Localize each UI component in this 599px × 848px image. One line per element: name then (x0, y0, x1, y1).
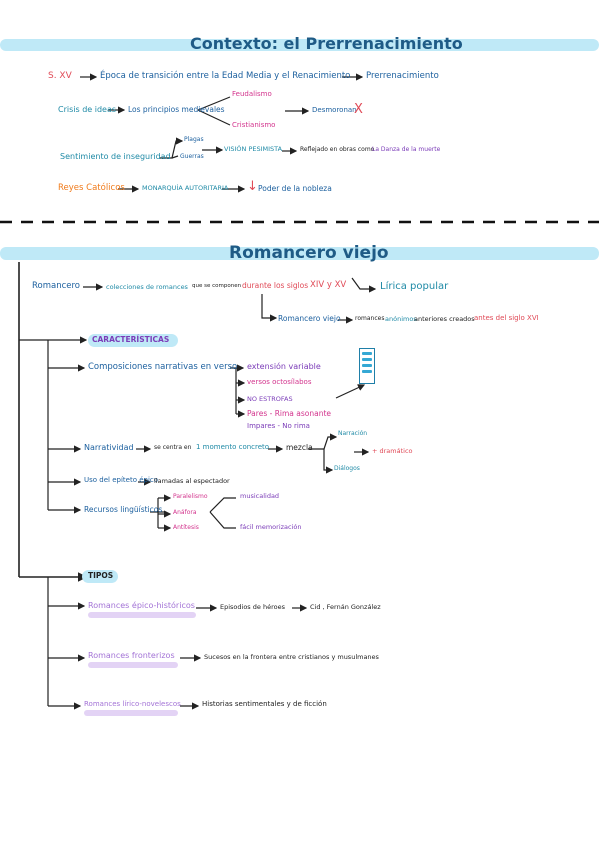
text-cid-fernan-gonzalez: Cid , Fernán González (310, 603, 381, 611)
title-highlight (0, 247, 599, 260)
text-dialogos: Diálogos (334, 465, 360, 472)
label-narratividad: Narratividad (84, 443, 134, 452)
tipo-highlight (84, 710, 178, 716)
text-romances: romances (355, 315, 385, 322)
tipo-epico-historicos: Romances épico-históricos (88, 601, 195, 610)
label-recursos-linguisticos: Recursos lingüísticos (84, 505, 163, 514)
text-epoca-transicion: Época de transición entre la Edad Media … (100, 71, 351, 81)
text-prerrenacimiento: Prerrenacimiento (366, 71, 439, 81)
text-antes-siglo-xvi: antes del siglo XVI (474, 314, 539, 322)
text-historias-sentimentales: Historias sentimentales y de ficción (202, 700, 327, 708)
text-musicalidad: musicalidad (240, 492, 280, 500)
text-mas-dramatico: + dramático (372, 447, 413, 455)
text-sucesos-frontera: Sucesos en la frontera entre cristianos … (204, 653, 379, 661)
text-cristianismo: Cristianismo (232, 121, 276, 129)
text-episodios-heroes: Episodios de héroes (220, 603, 285, 611)
tipo-highlight (88, 662, 178, 668)
text-pares-rima: Pares - Rima asonante (247, 409, 332, 418)
text-facil-memorizacion: fácil memorización (240, 523, 302, 531)
title-highlight (0, 39, 599, 51)
text-momento-concreto: 1 momento concreto (196, 443, 270, 451)
text-principios-medievales: Los principios medievales (128, 105, 225, 114)
label-reyes-catolicos: Reyes Católicos (58, 183, 125, 193)
text-colecciones: colecciones de romances (106, 283, 188, 291)
rhyme-line (362, 364, 372, 367)
rhyme-line (362, 370, 372, 373)
text-xiv-xv: XIV y XV (310, 280, 347, 290)
text-lirica-popular: Lírica popular (380, 281, 449, 292)
text-paralelismo: Paralelismo (173, 493, 208, 500)
text-durante-siglos: durante los siglos (242, 281, 309, 290)
text-monarquia-autoritaria: MONARQUÍA AUTORITARIA (142, 184, 229, 192)
text-desmoronan: Desmoronan (312, 106, 357, 114)
label-crisis-ideas: Crisis de ideas (58, 105, 117, 114)
text-danza-muerte: La Danza de la muerte (372, 146, 441, 153)
text-anteriores-creados: anteriores creados (414, 315, 475, 323)
text-antitesis: Antítesis (173, 524, 199, 531)
caracteristicas-highlight (88, 334, 178, 347)
text-se-centra-en: se centra en (154, 444, 192, 451)
text-anonimos: anónimos (385, 315, 417, 323)
text-anafora: Anáfora (173, 509, 197, 516)
text-romancero-viejo: Romancero viejo (278, 314, 341, 323)
text-llamadas-espectador: llamadas al espectador (154, 477, 230, 485)
label-romancero: Romancero (32, 281, 81, 291)
rhyme-line (362, 352, 372, 355)
text-feudalismo: Feudalismo (232, 90, 272, 98)
tipo-fronterizos: Romances fronterizos (88, 651, 175, 660)
text-composiciones-narrativas: Composiciones narrativas en verso (88, 362, 238, 372)
rhyme-line (362, 358, 372, 361)
rhyme-scheme-box (359, 348, 375, 384)
text-plagas: Plagas (184, 136, 204, 143)
tipo-lirico-novelescos: Romances lírico-novelescos (84, 700, 181, 708)
text-extension-variable: extensión variable (247, 362, 321, 371)
text-vision-pesimista: VISIÓN PESIMISTA (224, 145, 283, 153)
label-siglo-xv: S. XV (48, 71, 72, 81)
text-no-estrofas: NO ESTROFAS (247, 395, 293, 403)
label-sentimiento-inseguridad: Sentimiento de inseguridad (60, 152, 171, 161)
text-se-componen: que se componen (192, 283, 242, 289)
label-caracteristicas: CARACTERÍSTICAS (92, 335, 170, 344)
tipos-highlight (82, 570, 118, 583)
tipo-highlight (88, 612, 196, 618)
text-narracion: Narración (338, 430, 368, 437)
down-arrow-icon: ↓ (247, 179, 258, 194)
text-guerras: Guerras (180, 153, 204, 160)
text-impares-no-rima: Impares - No rima (247, 422, 310, 430)
text-reflejado-obras: Reflejado en obras como (300, 146, 375, 153)
text-versos-octosilabos: versos octosílabos (247, 378, 312, 386)
label-tipos: TIPOS (88, 571, 114, 580)
cross-mark-icon: X (354, 102, 363, 117)
section-title-contexto: Contexto: el Prerrenacimiento (190, 34, 463, 53)
text-poder-nobleza: Poder de la nobleza (258, 184, 332, 193)
label-uso-epiteto: Uso del epíteto épico (84, 476, 159, 484)
text-mezcla: mezcla (286, 443, 313, 452)
section-title-romancero: Romancero viejo (229, 243, 389, 263)
